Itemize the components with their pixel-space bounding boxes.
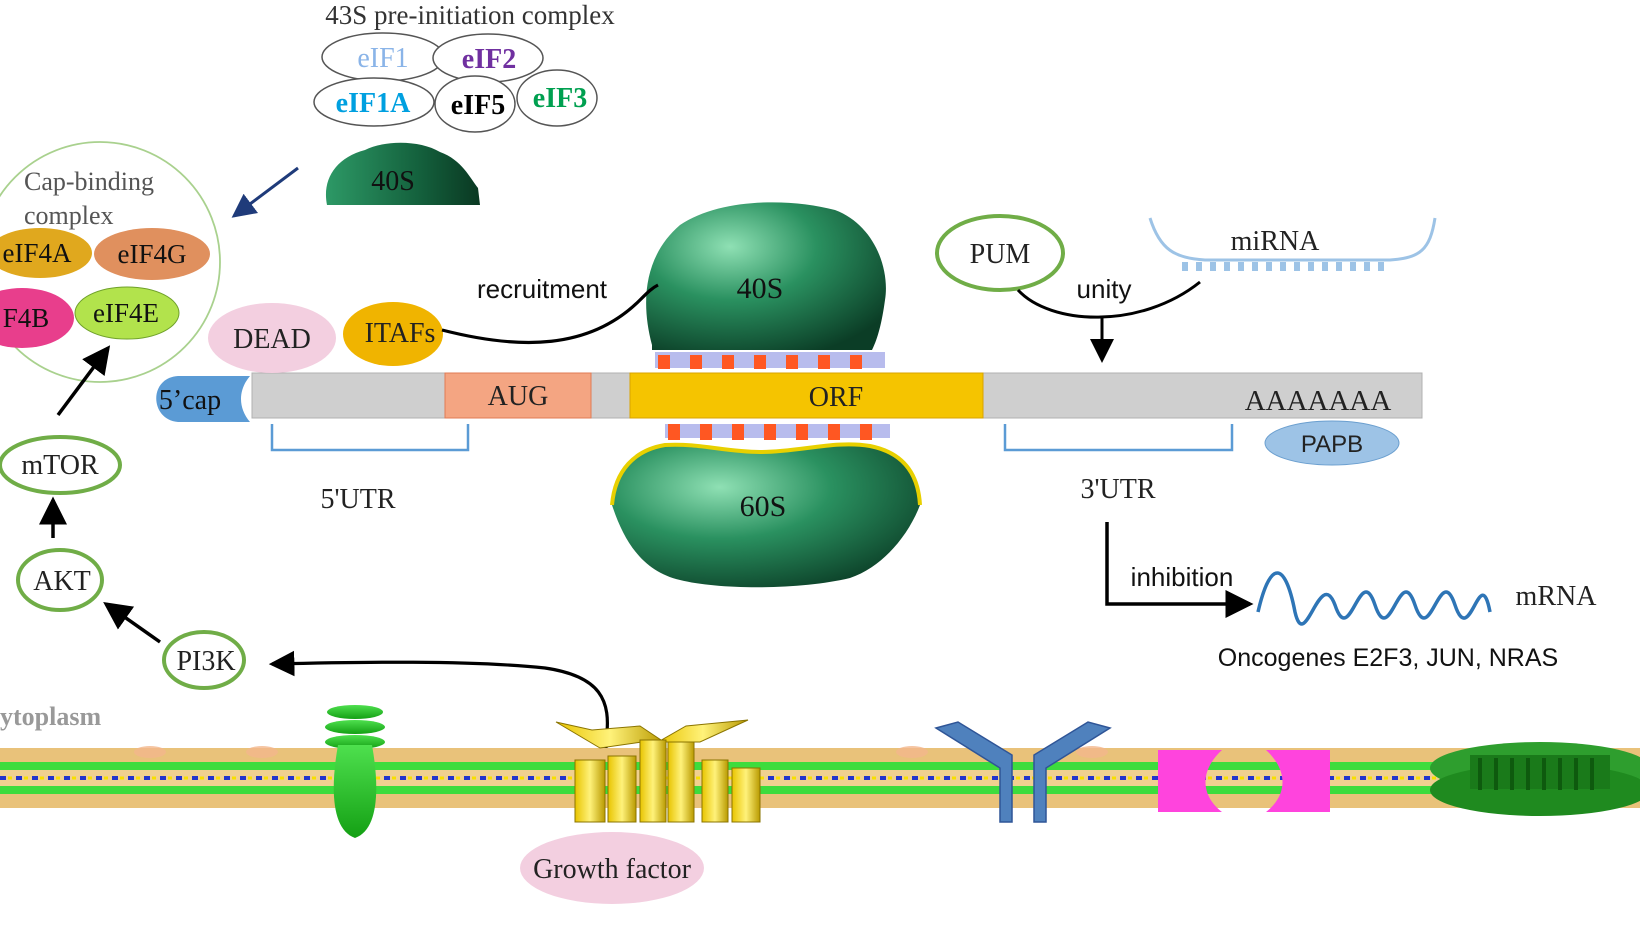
green-pore-complex [1430, 742, 1640, 816]
utr3-bracket [1003, 424, 1234, 452]
cap-binding-complex: Cap-binding complex eIF4A eIF4G F4B eIF4… [0, 141, 221, 383]
orf-region: ORF [629, 372, 984, 419]
pum-protein: PUM [935, 214, 1065, 292]
eif4b-node: F4B [0, 288, 74, 348]
growth-factor-signal [268, 650, 609, 790]
mirna-strand: miRNA [1148, 217, 1437, 271]
eif1a-label: eIF1A [336, 88, 411, 119]
eif2-label: eIF2 [462, 44, 516, 75]
aug-label: AUG [488, 381, 549, 412]
orf-label: ORF [809, 382, 863, 413]
recruitment-curve [441, 283, 659, 345]
ribosome-60s-label: 60S [740, 490, 787, 523]
five-prime-cap: 5’cap [156, 376, 250, 422]
mirna-label: miRNA [1231, 226, 1320, 257]
blue-receptor [934, 721, 1112, 823]
trna-anticodons-bottom [665, 424, 890, 440]
ribosome-40s-bound-label: 40S [737, 272, 784, 305]
target-mrna-wave [1256, 571, 1492, 626]
magenta-transporter [1158, 750, 1330, 812]
eif4a-node: eIF4A [0, 228, 92, 278]
eif4b-label: F4B [3, 303, 50, 333]
target-mrna-label: mRNA [1516, 581, 1598, 612]
arrow-mtor-to-eif4e [56, 345, 111, 417]
eif1-label: eIF1 [357, 43, 408, 74]
eif5-label: eIF5 [451, 90, 505, 121]
utr3-label: 3'UTR [1080, 474, 1155, 505]
eif1a-node: eIF1A [313, 77, 435, 127]
arrow-pi3k-to-akt [103, 601, 162, 644]
pum-label: PUM [970, 239, 1031, 270]
eif4e-label: eIF4E [93, 298, 159, 328]
itafs-protein: ITAFs [343, 302, 443, 366]
utr5-bracket [270, 424, 470, 452]
eif4g-node: eIF4G [94, 228, 210, 280]
poly-a-tail: AAAAAAA [1245, 385, 1392, 417]
cytoplasm-label: ytoplasm [0, 702, 101, 731]
trna-anticodons-top [655, 352, 885, 369]
mtor-label: mTOR [21, 450, 99, 481]
pi3k-node: PI3K [162, 630, 246, 690]
dead-label: DEAD [233, 324, 311, 355]
itafs-label: ITAFs [365, 318, 436, 349]
ribosome-40s-small-label: 40S [371, 166, 415, 197]
eif5-node: eIF5 [434, 75, 516, 133]
unity-label: unity [1077, 274, 1132, 304]
growth-factor-receptor [555, 719, 761, 823]
arrow-43s-to-cap-complex [231, 166, 299, 218]
papb-label: PAPB [1301, 431, 1363, 458]
complex-title: 43S pre-initiation complex [325, 0, 615, 30]
eif4e-node: eIF4E [74, 286, 180, 340]
eif2-node: eIF2 [432, 33, 544, 83]
growth-factor-label: Growth factor [533, 854, 692, 885]
inhibition-label: inhibition [1131, 562, 1234, 592]
eif3-node: eIF3 [516, 69, 598, 127]
akt-node: AKT [16, 548, 104, 612]
eif3-label: eIF3 [533, 83, 587, 114]
cap-complex-label-line2: complex [24, 201, 114, 230]
eif4a-label: eIF4A [3, 238, 72, 268]
mrna-strand: 5’cap AUG ORF AAAAAAA PAPB 5'UTR 3'UTR [156, 372, 1423, 515]
akt-label: AKT [33, 566, 91, 597]
oncogenes-label: Oncogenes E2F3, JUN, NRAS [1218, 644, 1558, 672]
pi3k-label: PI3K [176, 646, 235, 677]
ribosome-40s-bound: 40S [646, 202, 886, 350]
papb-protein: PAPB [1264, 420, 1400, 466]
eif4g-label: eIF4G [118, 239, 187, 269]
growth-factor-ligand: Growth factor [520, 832, 704, 904]
utr5-label: 5'UTR [320, 484, 395, 515]
cell-membrane [0, 746, 1640, 808]
ribosome-60s: 60S [610, 442, 922, 588]
mtor-node: mTOR [0, 435, 122, 495]
dead-box-protein: DEAD [208, 303, 336, 373]
green-channel-protein [325, 705, 385, 838]
inhibition-arrow [1105, 522, 1254, 618]
unity-curve [1016, 280, 1201, 319]
ribosome-40s-small: 40S [325, 142, 480, 205]
five-prime-cap-label: 5’cap [159, 385, 221, 416]
cap-complex-label-line1: Cap-binding [24, 167, 154, 196]
aug-codon: AUG [444, 372, 592, 419]
eif1-node: eIF1 [321, 32, 445, 82]
recruitment-label: recruitment [477, 274, 608, 304]
